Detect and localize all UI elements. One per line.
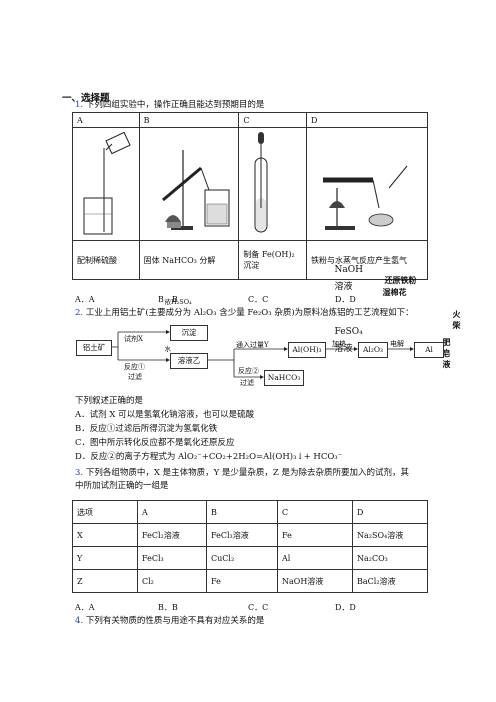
- test-tube-dropper-icon: [254, 132, 268, 233]
- section-title: 一、选择题: [62, 93, 110, 104]
- q1-option-a[interactable]: A．A: [75, 295, 95, 304]
- q4-text: 下列有关物质的性质与用途不具有对应关系的是: [85, 616, 265, 626]
- flow-op2-filter: 过滤: [240, 379, 254, 387]
- q3-option-b[interactable]: B．B: [158, 603, 178, 612]
- flow-aloh3: Al(OH)₃: [288, 342, 326, 358]
- q1-image-a: 浓H₂SO₄ 水: [72, 127, 192, 353]
- q2-text: 工业上用铝土矿(主要成分为 Al₂O₃ 含少量 Fe₂O₃ 杂质)为原料冶炼铝的…: [85, 308, 414, 318]
- label-wet-cotton: 湿棉花: [382, 287, 407, 297]
- q1-text: 下列四组实验中，操作正确且能达到预期目的是: [85, 100, 265, 110]
- q3-cell: Na₂SO₄溶液: [352, 523, 428, 547]
- q3-text: 下列各组物质中，X 是主体物质，Y 是少量杂质，Z 是为除去杂质所要加入的试剂，…: [85, 468, 410, 478]
- q1-option-d[interactable]: D．D: [335, 295, 356, 304]
- flow-reagent-x: 试剂X: [124, 335, 143, 343]
- flow-heat: 加热: [332, 340, 346, 348]
- q3-cell: Fe: [277, 523, 353, 547]
- q3-cell: Y: [72, 546, 138, 570]
- flow-nahco3: NaHCO₃: [264, 370, 304, 386]
- q3-cell: Na₂CO₃: [352, 546, 428, 570]
- heating-tube-icon: [162, 150, 230, 230]
- q3-option-d[interactable]: D．D: [335, 603, 356, 612]
- label-naoh-solution: 溶液: [334, 281, 353, 292]
- label-soap: 肥皂液: [442, 337, 451, 369]
- q3-cell: BaCl₂溶液: [352, 569, 428, 593]
- flow-al: Al: [414, 342, 444, 358]
- q2-choice-c[interactable]: C．图中所示转化反应都不是氧化还原反应: [75, 438, 235, 448]
- q3-number: 3.: [75, 468, 84, 478]
- q3-cell: FeCl₃: [137, 546, 207, 570]
- q3-cell: NaOH溶液: [277, 569, 353, 593]
- q2-choice-d[interactable]: D．反应②的离子方程式为 AlO₂⁻+CO₂+2H₂O=Al(OH)₃↓+ HC…: [75, 452, 343, 462]
- q1-image-b: [138, 127, 240, 241]
- q3-stem-line2: 中所加试剂正确的一组是: [75, 481, 169, 491]
- label-naoh: NaOH: [334, 264, 363, 275]
- flow-op1-filter: 过滤: [128, 373, 142, 381]
- q2-stem: 2. 工业上用铝土矿(主要成分为 Al₂O₃ 含少量 Fe₂O₃ 杂质)为原料冶…: [75, 308, 414, 319]
- q3-cell: CuCl₂: [206, 546, 278, 570]
- q1-caption-d: 铁粉与水蒸气反应产生氢气: [306, 240, 428, 280]
- dilution-apparatus-icon: [83, 131, 131, 235]
- flow-op1-reaction: 反应①: [124, 363, 145, 371]
- table-row: X FeCl₂溶液 FeCl₃溶液 Fe Na₂SO₄溶液: [72, 523, 428, 547]
- q3-cell: FeCl₂溶液: [137, 523, 207, 547]
- q3-cell: B: [206, 500, 278, 524]
- q3-cell: Fe: [206, 569, 278, 593]
- q3-cell: Al: [277, 546, 353, 570]
- q3-cell: D: [352, 500, 428, 524]
- q3-option-c[interactable]: C．C: [248, 603, 269, 612]
- flow-ore: 铝土矿: [76, 340, 112, 356]
- q3-table: 选项 A B C D X FeCl₂溶液 FeCl₃溶液 Fe Na₂SO₄溶液…: [72, 500, 428, 593]
- q4-number: 4.: [75, 616, 84, 626]
- table-row: Z Cl₂ Fe NaOH溶液 BaCl₂溶液: [72, 569, 428, 593]
- q3-cell: FeCl₃溶液: [206, 523, 278, 547]
- flow-al2o3: Al₂O₃: [358, 342, 388, 358]
- label-match: 火柴: [452, 309, 461, 330]
- q2-intro: 下列叙述正确的是: [75, 396, 144, 406]
- q2-choice-a[interactable]: A．试剂 X 可以是氢氧化钠溶液，也可以是硫酸: [75, 410, 255, 420]
- q1-caption-a: 配制稀硫酸: [72, 240, 140, 280]
- q2-choice-b[interactable]: B．反应①过滤后所得沉淀为氢氧化铁: [75, 424, 218, 434]
- q3-option-a[interactable]: A．A: [75, 603, 95, 612]
- q3-cell: Cl₂: [137, 569, 207, 593]
- q3-cell: X: [72, 523, 138, 547]
- iron-steam-apparatus-icon: [323, 165, 408, 230]
- q1-image-d: 还原铁粉 湿棉花 火柴 肥皂液: [306, 127, 461, 369]
- table-row: Y FeCl₃ CuCl₂ Al Na₂CO₃: [72, 546, 428, 570]
- flow-solution-b: 溶液乙: [170, 353, 208, 369]
- label-feso4-solution: 溶液: [334, 343, 353, 354]
- flow-precipitate: 沉淀: [170, 325, 208, 341]
- q1-caption-b: 固体 NaHCO₃ 分解: [138, 240, 240, 280]
- q1-number: 1.: [75, 100, 84, 110]
- label-feso4: FeSO₄: [334, 326, 363, 337]
- q3-cell: A: [137, 500, 207, 524]
- label-water: 水: [164, 344, 172, 353]
- flow-op2-reaction: 反应②: [238, 367, 259, 375]
- q1-table: A B C D 浓H₂SO₄ 水: [72, 112, 461, 369]
- flow-excess-y: 通入过量Y: [236, 341, 269, 349]
- q2-number: 2.: [75, 308, 84, 318]
- flow-electrolysis: 电解: [390, 340, 404, 348]
- q3-stem: 3. 下列各组物质中，X 是主体物质，Y 是少量杂质，Z 是为除去杂质所要加入的…: [75, 468, 409, 479]
- q3-cell: Z: [72, 569, 138, 593]
- q4-stem: 4. 下列有关物质的性质与用途不具有对应关系的是: [75, 616, 264, 627]
- q1-option-c[interactable]: C．C: [248, 295, 269, 304]
- label-iron-powder: 还原铁粉: [384, 275, 417, 285]
- q3-cell: 选项: [72, 500, 138, 524]
- q1-stem: 1. 下列四组实验中，操作正确且能达到预期目的是: [75, 100, 264, 111]
- q3-cell: C: [277, 500, 353, 524]
- table-row: 选项 A B C D: [72, 500, 428, 524]
- label-conc-acid: 浓H₂SO₄: [164, 297, 192, 306]
- q1-option-b[interactable]: B．B: [158, 295, 178, 304]
